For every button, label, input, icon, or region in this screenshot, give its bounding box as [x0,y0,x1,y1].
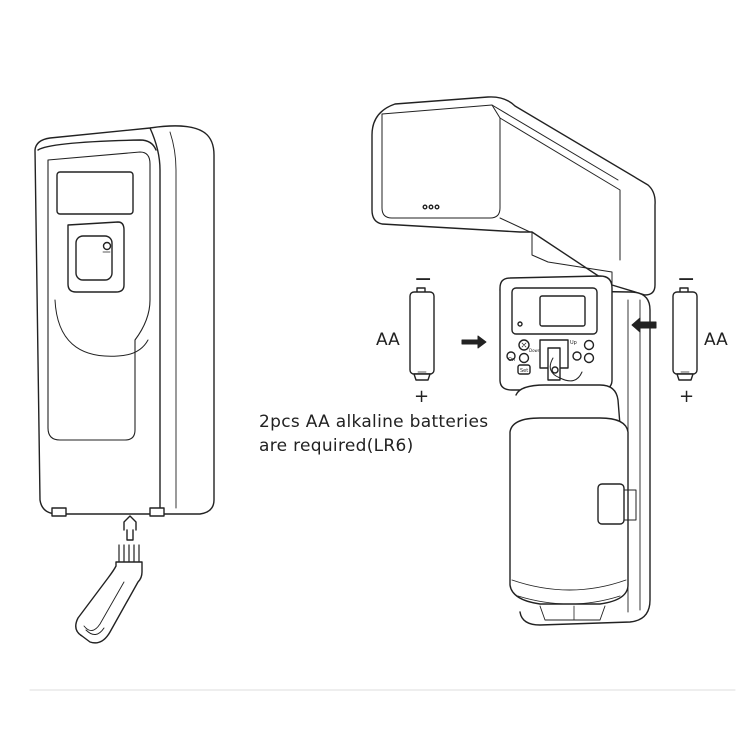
plus-sign-right: + [679,386,694,407]
insert-arrow-up [123,515,137,541]
battery-caption: 2pcs AA alkaline batteries are required(… [259,410,488,458]
battery-caption-line1: 2pcs AA alkaline batteries [259,412,489,432]
battery-right [672,287,698,381]
battery-left [409,287,435,381]
insert-arrow-right [631,317,657,333]
insert-arrow-left [461,335,487,349]
battery-caption-line2: are required(LR6) [259,436,414,456]
minus-sign-left: − [414,267,432,292]
open-dispenser: On Down Set Up [371,96,656,626]
button-label-up: Up [570,340,577,346]
battery-type-label-right: AA [704,330,728,350]
button-label-on: On [508,357,515,363]
plus-sign-left: + [414,386,429,407]
button-label-set: Set [520,368,528,374]
button-label-down: Down [529,348,541,353]
battery-type-label-left: AA [376,330,400,350]
closed-dispenser [34,125,215,517]
minus-sign-right: − [677,267,695,292]
opening-key [75,544,143,644]
